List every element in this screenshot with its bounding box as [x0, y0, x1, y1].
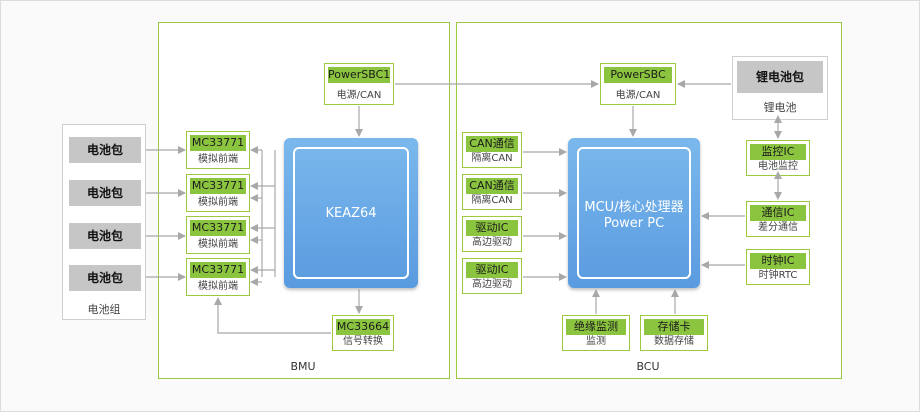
afe-title: MC33771: [190, 178, 246, 194]
bcu-sbc-subtitle: 电源/CAN: [615, 90, 661, 101]
lithium-battery-title: 锂电池包: [737, 61, 823, 93]
comm-module-subtitle: 差分通信: [758, 222, 798, 233]
driver-module-title: 驱动IC: [466, 220, 518, 236]
can-module-subtitle: 隔离CAN: [471, 153, 513, 164]
storage-module: 存储卡 数据存储: [640, 315, 708, 351]
bmu-sbc-subtitle: 电源/CAN: [336, 90, 382, 101]
driver-module-subtitle: 高边驱动: [472, 237, 512, 248]
bmu-sbc-title: PowerSBC1: [328, 67, 391, 83]
can-module: CAN通信 隔离CAN: [462, 132, 522, 168]
afe-subtitle: 模拟前端: [198, 154, 238, 165]
battery-group: 电池包 电池包 电池包 电池包 电池组: [62, 124, 146, 320]
bcu-mcu-chip-inner: [577, 147, 691, 279]
bmu-mcu-label: KEAZ64: [325, 206, 377, 221]
afe-block: MC33771 模拟前端: [186, 174, 250, 212]
storage-module-subtitle: 数据存储: [654, 336, 694, 347]
afe-subtitle: 模拟前端: [198, 281, 238, 292]
afe-block: MC33771 模拟前端: [186, 131, 250, 169]
battery-pack: 电池包: [69, 180, 141, 206]
afe-subtitle: 模拟前端: [198, 239, 238, 250]
battery-pack: 电池包: [69, 223, 141, 249]
afe-title: MC33771: [190, 262, 246, 278]
bcu-label: BCU: [636, 360, 660, 373]
bmu-mcu-chip: KEAZ64: [284, 138, 418, 288]
afe-subtitle: 模拟前端: [198, 197, 238, 208]
converter-to-afe-arrow: [214, 297, 331, 334]
battery-pack: 电池包: [69, 137, 141, 163]
bmu-sbc-block: PowerSBC1 电源/CAN: [324, 63, 394, 105]
can-module: CAN通信 隔离CAN: [462, 174, 522, 210]
bcu-sbc-block: PowerSBC 电源/CAN: [600, 63, 676, 105]
bmu-mcu-chip-inner: [293, 147, 409, 279]
insulation-module: 绝缘监测 监测: [562, 315, 630, 351]
clock-module-subtitle: 时钟RTC: [758, 270, 798, 281]
battery-pack: 电池包: [69, 265, 141, 291]
insulation-module-subtitle: 监测: [586, 336, 606, 347]
bmu-label: BMU: [290, 360, 316, 373]
battery-group-label: 电池组: [87, 303, 121, 316]
comm-module-title: 通信IC: [750, 205, 806, 221]
afe-block: MC33771 模拟前端: [186, 258, 250, 296]
can-module-subtitle: 隔离CAN: [471, 195, 513, 206]
storage-module-title: 存储卡: [644, 319, 704, 335]
bcu-sbc-title: PowerSBC: [604, 67, 672, 83]
monitor-module: 监控IC 电池监控: [746, 140, 810, 176]
bcu-mcu-line2: Power PC: [603, 216, 665, 231]
afe-title: MC33771: [190, 220, 246, 236]
comm-module: 通信IC 差分通信: [746, 201, 810, 237]
afe-title: MC33771: [190, 135, 246, 151]
insulation-module-title: 绝缘监测: [566, 319, 626, 335]
converter-subtitle: 信号转换: [343, 336, 383, 347]
driver-module-title: 驱动IC: [466, 262, 518, 278]
converter-title: MC33664: [336, 319, 390, 335]
bcu-mcu-line1: MCU/核心处理器: [584, 200, 684, 215]
can-module-title: CAN通信: [466, 178, 518, 194]
driver-module: 驱动IC 高边驱动: [462, 258, 522, 294]
driver-module: 驱动IC 高边驱动: [462, 216, 522, 252]
driver-module-subtitle: 高边驱动: [472, 279, 512, 290]
can-module-title: CAN通信: [466, 136, 518, 152]
bcu-mcu-chip: MCU/核心处理器 Power PC: [568, 138, 700, 288]
monitor-module-title: 监控IC: [750, 144, 806, 160]
converter-block: MC33664 信号转换: [332, 315, 394, 351]
monitor-module-subtitle: 电池监控: [758, 161, 798, 172]
lithium-battery-subtitle: 锂电池: [763, 101, 797, 114]
afe-block: MC33771 模拟前端: [186, 216, 250, 254]
clock-module-title: 时钟IC: [750, 253, 806, 269]
clock-module: 时钟IC 时钟RTC: [746, 249, 810, 285]
